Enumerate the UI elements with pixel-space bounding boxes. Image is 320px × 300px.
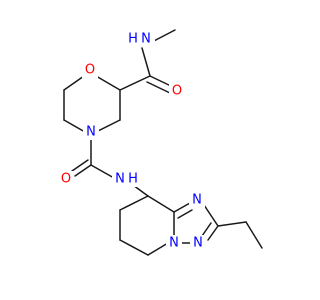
bond-c8a-n3-2 [177, 209, 193, 219]
bond-nh-carbonyl [141, 47, 151, 77]
amide-h-label: H [128, 32, 138, 47]
ring-nitrogen-label: N [86, 125, 96, 140]
bond-c2-o [95, 75, 121, 91]
urea-oxygen-label: O [61, 172, 71, 187]
atom-labels: O N H N O O N H N N N [58, 31, 206, 251]
triazole-n-lower-label: N [193, 236, 203, 251]
urea-h-label: H [128, 172, 138, 187]
bridge-nitrogen-label: N [169, 236, 179, 251]
ring-oxygen-label: O [85, 63, 95, 78]
bond-c5r-n1 [147, 242, 169, 256]
bonds [63, 29, 263, 256]
bond-c5-n4 [63, 119, 86, 133]
bond-urea-o-1 [74, 164, 92, 177]
bond-o-c6 [63, 75, 85, 91]
bond-carbonyl-c2 [119, 75, 151, 91]
bond-n4-c3 [95, 119, 121, 133]
bond-c6-c5r [119, 239, 149, 256]
bond-n3-c2 [203, 204, 219, 227]
bond-urea-c-nh [90, 164, 115, 179]
bond-c8a-n3-1 [173, 202, 191, 213]
amide-oxygen-label: O [172, 84, 182, 99]
urea-n-label: N [115, 172, 125, 187]
bond-carbonyl-o-2 [146, 81, 171, 94]
bond-c2-ethyl [217, 221, 247, 227]
bond-urea-o-2 [71, 159, 89, 172]
molecule-structure: O N H N O O N H N N N [58, 29, 263, 256]
bond-c8-c7 [119, 195, 149, 211]
bond-ethyl-methyl [245, 221, 263, 249]
bond-c8-c8a [147, 195, 175, 213]
amide-n-label: N [141, 32, 151, 47]
bond-c2-n2-2 [201, 222, 212, 237]
triazole-n-upper-label: N [192, 193, 202, 208]
bond-c2-n2-1 [207, 225, 219, 241]
